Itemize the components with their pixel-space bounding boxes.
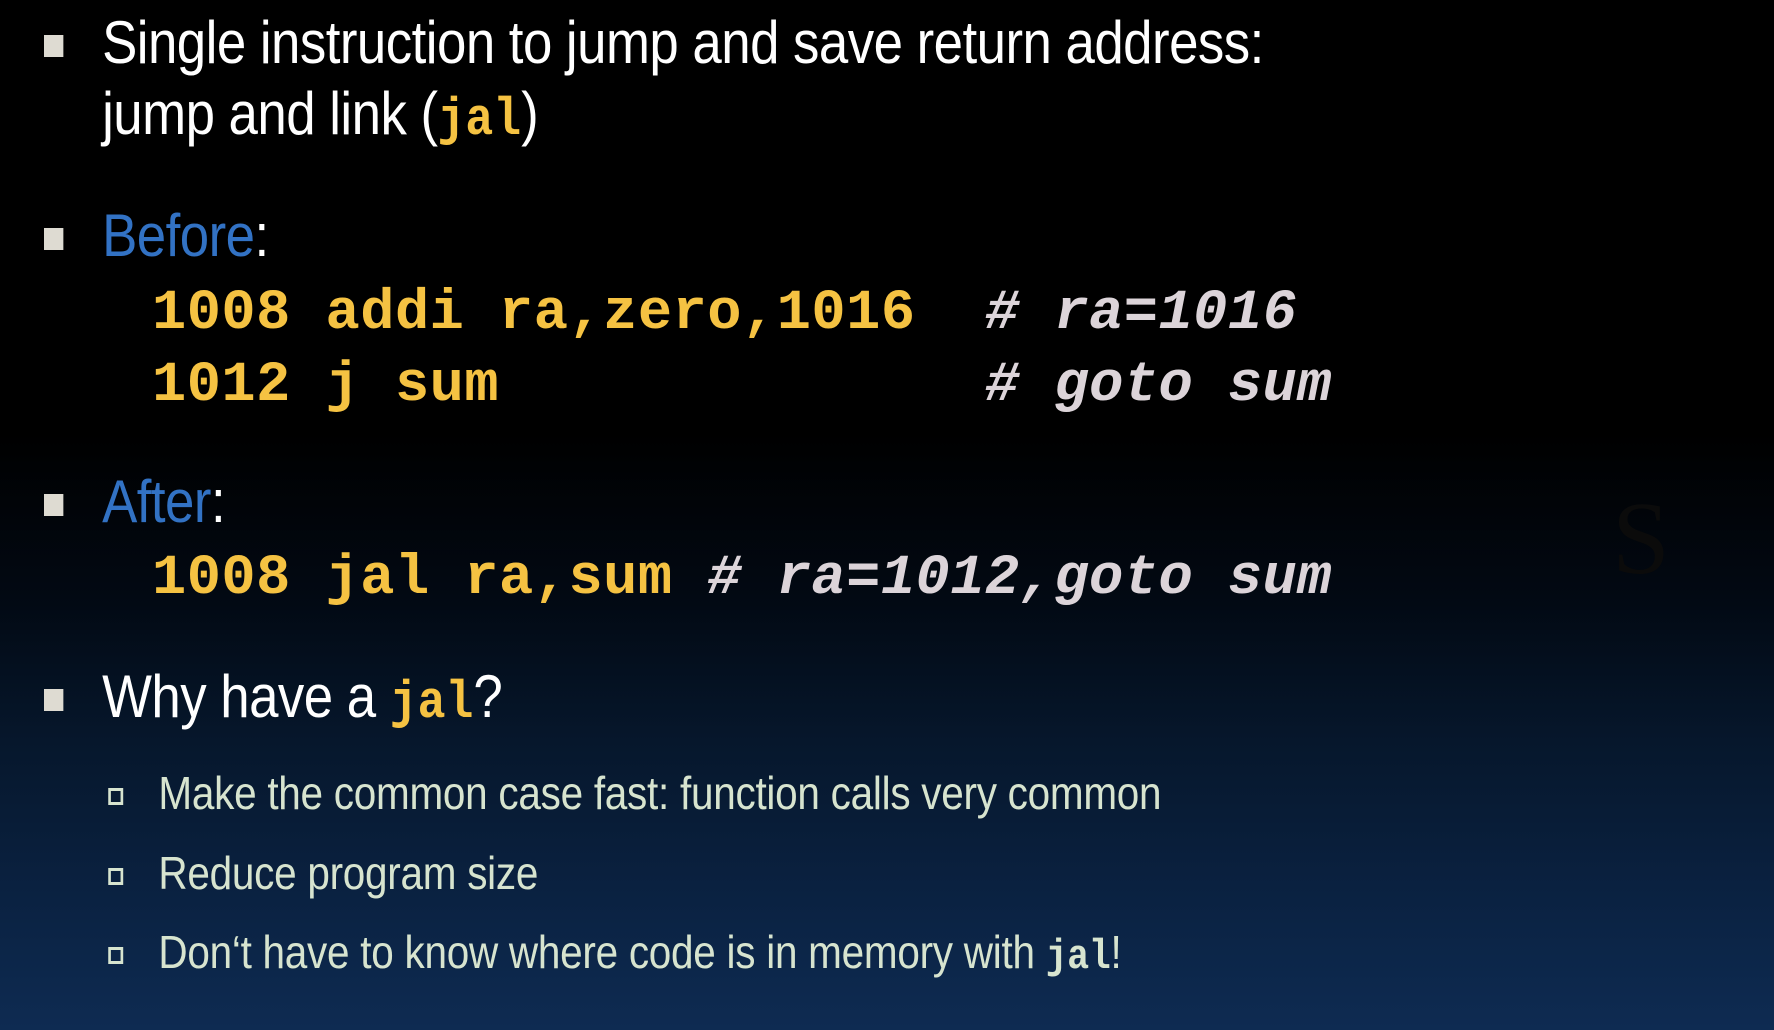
square-bullet-icon (44, 493, 64, 516)
bullet-jal-intro-line1: Single instruction to jump and save retu… (102, 8, 1561, 79)
sub-bullet-code-location: Don‘t have to know where code is in memo… (0, 927, 1561, 982)
code-line-before-1-comment: # ra=1016 (984, 281, 1298, 346)
code-line-before-1: 1008 addi ra,zero,1016 # ra=1016 (0, 278, 1774, 350)
code-line-before-2-asm: 1012 j sum (152, 354, 500, 419)
hollow-square-bullet-icon (108, 947, 124, 965)
hollow-square-bullet-icon (108, 867, 124, 885)
square-bullet-icon (44, 688, 64, 711)
bullet-jal-intro-line2: jump and link (jal) (102, 79, 1561, 151)
code-line-before-2: 1012 j sum # goto sum (0, 350, 1774, 422)
code-line-after-1-asm: 1008 jal ra,sum (152, 547, 708, 612)
sub-bullet-code-location-pre: Don‘t have to know where code is in memo… (158, 926, 1046, 979)
bullet-after-label: After: (0, 467, 1561, 538)
bullet-jal-intro: Single instruction to jump and save retu… (0, 8, 1561, 151)
sub-bullet-common-case-text: Make the common case fast: function call… (158, 767, 1162, 820)
code-line-before-1-gap (916, 282, 985, 346)
sub-bullet-code-location-post: ! (1110, 926, 1122, 979)
bullet-jal-intro-line1-text: Single instruction to jump and save retu… (102, 9, 1264, 76)
square-bullet-icon (44, 228, 64, 251)
square-bullet-icon (44, 35, 64, 57)
inline-code-jal: jal (437, 89, 522, 150)
inline-code-jal: jal (1045, 935, 1111, 982)
bullet-why-jal-post: ? (473, 662, 503, 730)
code-line-before-1-asm: 1008 addi ra,zero,1016 (152, 281, 916, 346)
hollow-square-bullet-icon (108, 788, 124, 806)
label-before: Before (102, 202, 255, 270)
code-line-before-2-gap (499, 354, 985, 418)
code-line-before-2-comment: # goto sum (984, 354, 1333, 419)
bullet-jal-intro-line2-pre: jump and link ( (102, 79, 438, 147)
sub-bullet-common-case: Make the common case fast: function call… (0, 768, 1561, 819)
label-before-colon: : (254, 202, 269, 270)
bullet-why-jal-pre: Why have a (102, 662, 390, 730)
inline-code-jal: jal (389, 672, 474, 733)
label-after-colon: : (210, 467, 226, 535)
sub-bullet-reduce-size-text: Reduce program size (158, 846, 539, 899)
bullet-jal-intro-line2-post: ) (521, 79, 539, 147)
label-after: After (102, 467, 211, 535)
bullet-why-jal: Why have a jal? (0, 662, 1561, 734)
code-line-after-1: 1008 jal ra,sum # ra=1012,goto sum (0, 543, 1774, 615)
bullet-before-label: Before: (0, 201, 1561, 272)
sub-bullet-reduce-size: Reduce program size (0, 846, 1561, 899)
slide-content: Single instruction to jump and save retu… (0, 8, 1774, 982)
code-line-after-1-comment: # ra=1012,goto sum (707, 547, 1332, 612)
